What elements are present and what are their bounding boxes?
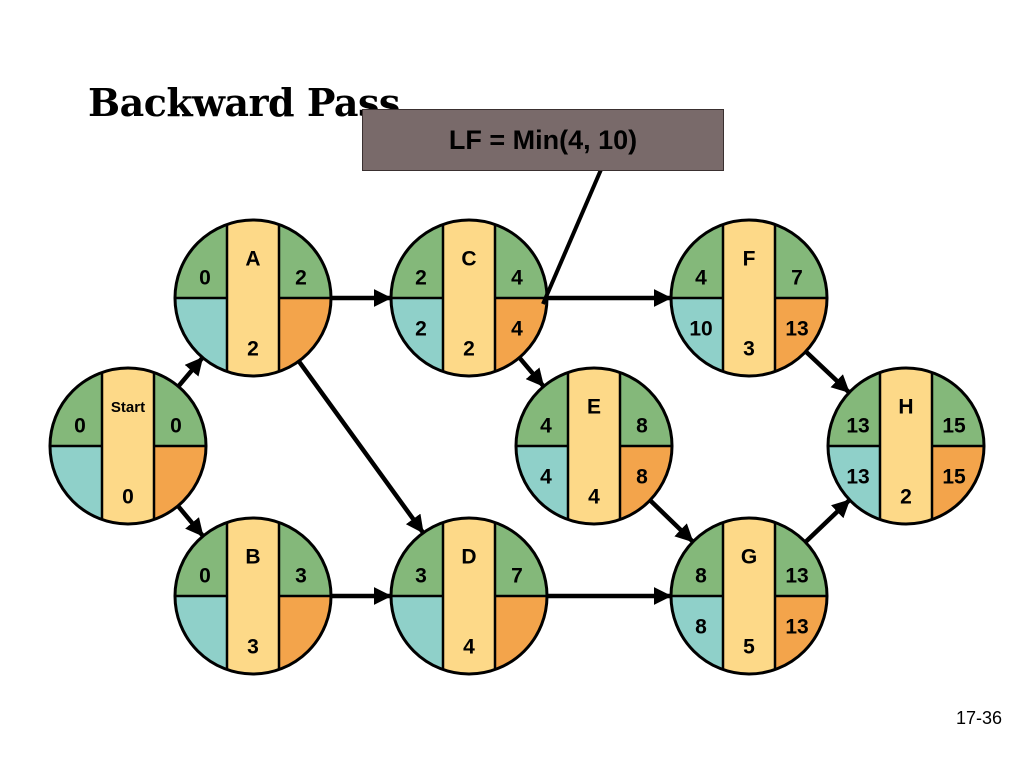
node-name: F: [743, 248, 756, 271]
node-duration: 4: [588, 486, 600, 509]
node-ef: 8: [636, 415, 648, 438]
node-name: B: [245, 546, 260, 569]
node-es: 0: [199, 565, 211, 588]
node-es: 8: [695, 565, 707, 588]
node-duration: 3: [247, 636, 259, 659]
node-es: 0: [199, 267, 211, 290]
node-ls: 4: [540, 466, 552, 489]
node-duration: 4: [463, 636, 475, 659]
node-duration: 3: [743, 338, 755, 361]
node-ef: 13: [785, 565, 808, 588]
node-name: Start: [111, 399, 145, 416]
edge-c-e: [517, 356, 545, 388]
slide-title: Backward Pass: [88, 80, 400, 125]
node-duration: 2: [900, 486, 912, 509]
node-name: A: [245, 248, 260, 271]
node-ef: 3: [295, 565, 307, 588]
node-duration: 5: [743, 636, 755, 659]
node-name: C: [461, 248, 476, 271]
node-name: H: [898, 396, 913, 419]
node-ls: 8: [695, 616, 707, 639]
node-start: Start 0 0 0: [48, 366, 208, 526]
edge-start-a: [176, 356, 204, 388]
node-ef: 15: [942, 415, 966, 438]
node-lf: 13: [785, 318, 808, 341]
node-ef: 2: [295, 267, 307, 290]
node-es: 4: [695, 267, 707, 290]
node-es: 3: [415, 565, 427, 588]
node-ef: 4: [511, 267, 523, 290]
node-d: D 3 7 4: [389, 516, 549, 676]
node-ls: 10: [689, 318, 712, 341]
node-a: A 0 2 2: [173, 218, 333, 378]
node-name: D: [461, 546, 476, 569]
node-name: E: [587, 396, 601, 419]
node-h: H 13 15 13 15 2: [826, 366, 986, 526]
callout-pointer: [541, 157, 608, 305]
edge-a-d: [296, 359, 425, 534]
node-es: 2: [415, 267, 427, 290]
node-lf: 13: [785, 616, 808, 639]
node-e: E 4 8 4 8 4: [514, 366, 674, 526]
node-es: 4: [540, 415, 552, 438]
node-lf: 15: [942, 466, 966, 489]
edge-f-h: [804, 349, 851, 394]
node-ef: 7: [791, 267, 803, 290]
node-es: 0: [74, 415, 86, 438]
node-lf: 4: [511, 318, 523, 341]
callout-box: LF = Min(4, 10): [362, 109, 724, 171]
node-lf: 8: [636, 466, 648, 489]
slide-number: 17-36: [955, 708, 1002, 728]
node-name: G: [741, 546, 757, 569]
node-duration: 2: [463, 338, 475, 361]
edge-g-h: [803, 498, 851, 544]
node-duration: 2: [247, 338, 259, 361]
node-f: F 4 7 10 13 3: [669, 218, 829, 378]
node-ef: 7: [511, 565, 523, 588]
edge-e-g: [648, 498, 694, 543]
edge-start-b: [176, 504, 205, 537]
node-c: C 2 4 2 4 2: [389, 218, 549, 378]
node-es: 13: [846, 415, 869, 438]
callout-text: LF = Min(4, 10): [448, 124, 638, 155]
node-ls: 2: [415, 318, 427, 341]
node-duration: 0: [122, 486, 134, 509]
node-b: B 0 3 3: [173, 516, 333, 676]
node-ls: 13: [846, 466, 869, 489]
node-g: G 8 13 8 13 5: [669, 516, 829, 676]
node-ef: 0: [170, 415, 182, 438]
